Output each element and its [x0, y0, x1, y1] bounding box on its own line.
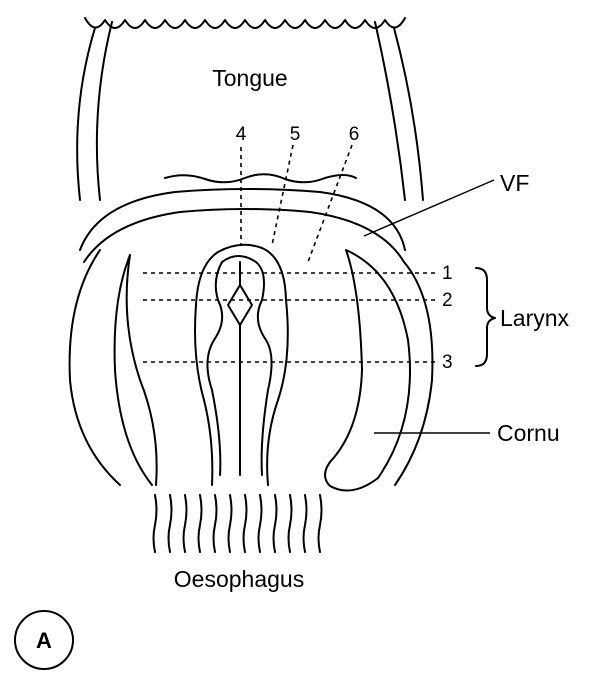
view-line-6-label: 6	[349, 124, 360, 145]
vf-label: VF	[500, 170, 529, 196]
panel-badge-label: A	[36, 628, 52, 653]
tongue-label: Tongue	[212, 65, 287, 91]
tongue-wavy-edge	[85, 18, 405, 28]
larynx-brace	[476, 268, 495, 366]
tongue-left-border	[77, 22, 112, 200]
left-cornu	[115, 255, 157, 485]
view-line-5-label: 5	[290, 124, 301, 145]
section-line-3-label: 3	[442, 352, 453, 373]
cornu-label: Cornu	[497, 420, 560, 446]
view-line-5	[272, 145, 293, 245]
vocal-fold-outer-arc	[80, 189, 405, 250]
oesophagus-folds	[154, 495, 322, 552]
section-line-1-label: 1	[442, 263, 453, 284]
left-lateral-outline	[70, 250, 120, 485]
larynx-label: Larynx	[500, 305, 570, 331]
view-line-6	[308, 145, 352, 262]
right-lateral-outline	[395, 262, 432, 485]
view-line-4-label: 4	[236, 124, 247, 145]
oesophagus-label: Oesophagus	[174, 566, 304, 592]
section-line-2-label: 2	[442, 290, 453, 311]
glottis-diamond	[228, 285, 252, 325]
larynx-outer-outline	[195, 245, 288, 485]
tongue-posterior-line	[165, 174, 356, 182]
vf-leader-line	[364, 180, 494, 236]
tongue-right-border	[375, 22, 423, 200]
right-cornu	[325, 250, 410, 491]
